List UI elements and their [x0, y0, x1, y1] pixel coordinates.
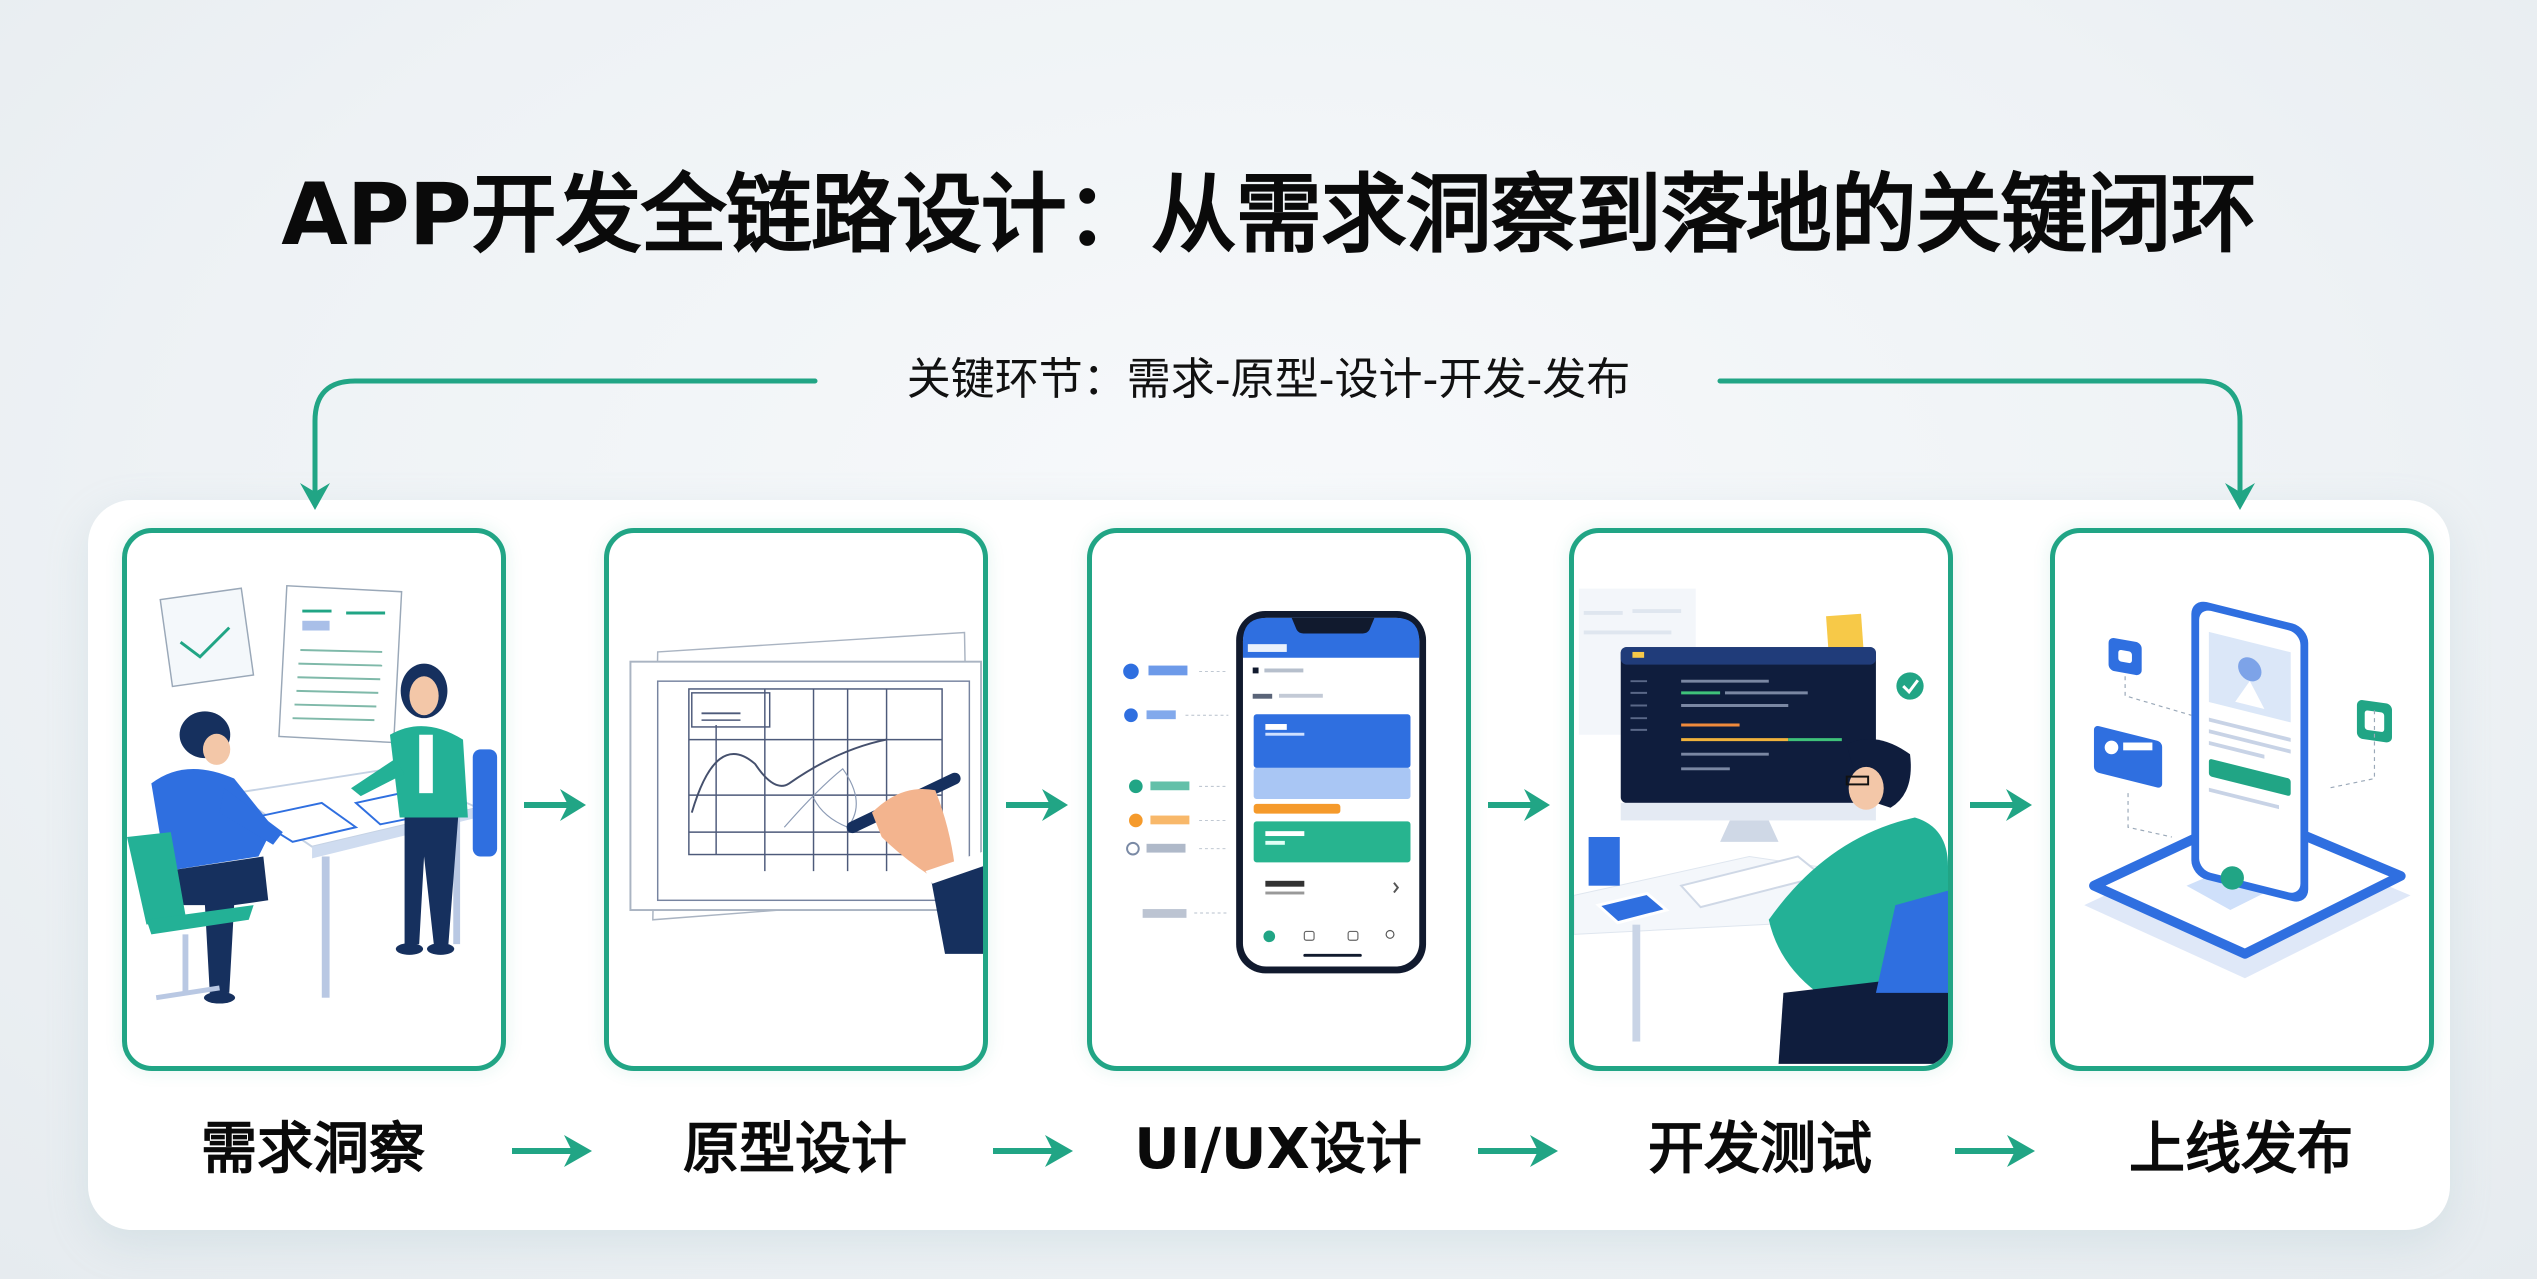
step-card-prototype: [604, 528, 988, 1071]
developer-coding-illustration: [1574, 588, 1948, 1064]
wireframe-sketch-illustration: [629, 631, 983, 954]
arrow-right-icon: [1488, 789, 1550, 821]
step-label-ui-ux: UI/UX设计: [1134, 1117, 1422, 1182]
step-label-requirements: 需求洞察: [201, 1117, 425, 1182]
requirements-meeting-illustration: [127, 584, 498, 1004]
step-card-development: [1569, 528, 1953, 1071]
page-title: APP开发全链路设计：从需求洞察到落地的关键闭环: [281, 165, 2257, 265]
step-card-ui-ux: [1087, 528, 1471, 1071]
arrow-right-icon: [1955, 1135, 2035, 1167]
arrow-right-icon: [512, 1135, 592, 1167]
step-card-launch: [2050, 528, 2434, 1071]
annotation-dots: [1123, 663, 1190, 918]
step-label-row: 需求洞察 原型设计 UI/UX设计 开发测试 上线发布: [0, 1105, 2537, 1195]
launch-phone: [2191, 601, 2309, 902]
arrow-right-icon: [1006, 789, 1068, 821]
step-card-requirements: [122, 528, 506, 1071]
step-label-prototype: 原型设计: [683, 1117, 907, 1182]
arrow-right-icon: [524, 789, 586, 821]
step-label-launch: 上线发布: [2129, 1117, 2353, 1182]
arrow-right-icon: [993, 1135, 1073, 1167]
arrow-right-icon: [1970, 789, 2032, 821]
step-label-development: 开发测试: [1648, 1117, 1872, 1182]
mobile-ui-mockup-illustration: [1123, 611, 1427, 974]
subtitle: 关键环节：需求-原型-设计-开发-发布: [906, 354, 1631, 405]
app-launch-platform-illustration: [2084, 601, 2411, 979]
arrow-right-icon: [1478, 1135, 1558, 1167]
